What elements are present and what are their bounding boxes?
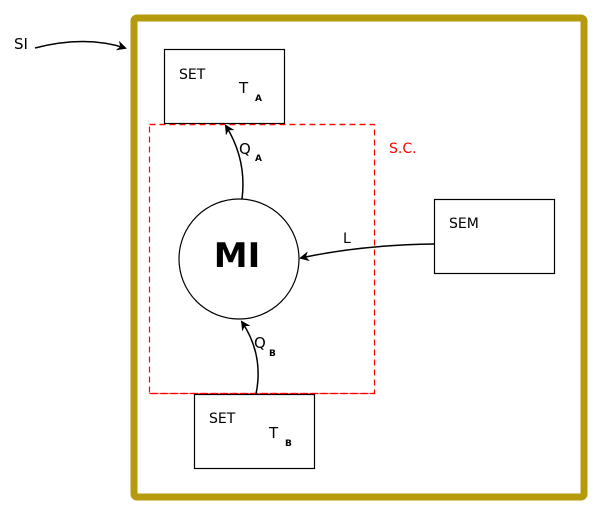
- set-tb-label: SET: [209, 411, 236, 427]
- mi-node: MI: [178, 198, 300, 320]
- system-pointer-arrow: [34, 40, 127, 51]
- flow-qb-index: B: [269, 349, 276, 359]
- flow-qb-symbol: Q: [254, 334, 266, 352]
- flow-l-arrow: [299, 243, 435, 262]
- set-ta-temp-symbol: T: [238, 79, 249, 97]
- flow-qb-arrow: [240, 320, 259, 395]
- set-tb-box: SET T B: [193, 393, 316, 470]
- flow-qa-arrow: [224, 124, 244, 200]
- flow-l-symbol: L: [343, 231, 351, 247]
- set-tb-temp-index: B: [285, 439, 292, 449]
- flow-qa-index: A: [255, 154, 262, 164]
- set-ta-box: SET T A: [163, 48, 286, 125]
- set-ta-temp-index: A: [255, 94, 262, 104]
- control-region-label: S.C.: [389, 141, 417, 157]
- set-ta-label: SET: [179, 67, 206, 83]
- sem-label: SEM: [449, 216, 479, 232]
- sem-box: SEM: [433, 198, 556, 275]
- system-label: SI: [14, 35, 28, 53]
- flow-qa-symbol: Q: [239, 140, 251, 158]
- system-frame: [130, 14, 588, 501]
- mi-label: MI: [214, 236, 260, 276]
- set-tb-temp-symbol: T: [268, 424, 279, 442]
